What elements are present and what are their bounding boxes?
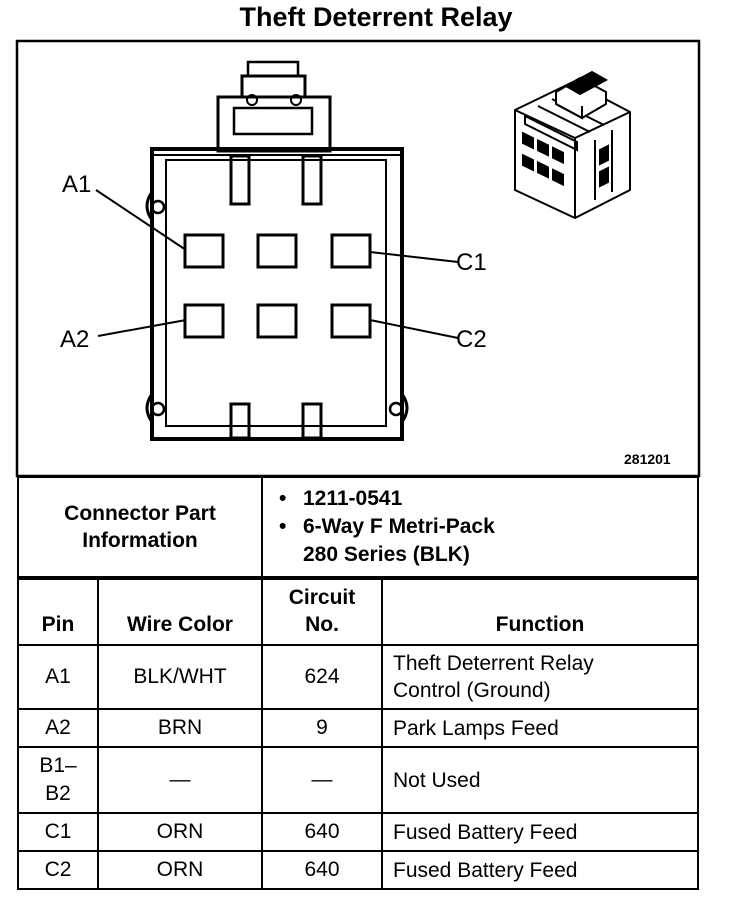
cell-wire-color: ORN xyxy=(97,850,263,890)
cell-pin: B1– B2 xyxy=(17,746,99,814)
cell-function: Fused Battery Feed xyxy=(381,812,699,852)
header-pin: Pin xyxy=(17,578,99,646)
cell-pin-line1: B1– xyxy=(39,754,77,777)
cell-function: Park Lamps Feed xyxy=(381,708,699,748)
terminal-b1 xyxy=(256,233,298,269)
cell-wire-color: BLK/WHT xyxy=(97,644,263,710)
connector-info-label-line2: Information xyxy=(82,529,198,552)
header-circuit: Circuit No. xyxy=(261,578,383,646)
terminal-c1 xyxy=(330,233,372,269)
cell-wire-color: BRN xyxy=(97,708,263,748)
pin-table: Pin Wire Color Circuit No. Function A1 B… xyxy=(17,578,699,890)
cell-pin-line2: B2 xyxy=(45,782,71,805)
header-circuit-line1: Circuit xyxy=(288,586,356,609)
cell-pin: A1 xyxy=(17,644,99,710)
connector-face xyxy=(145,60,409,441)
header-circuit-line2: No. xyxy=(305,613,339,636)
cell-pin: C2 xyxy=(17,850,99,890)
connector-info-label-line1: Connector Part xyxy=(64,502,216,525)
terminal-b2 xyxy=(256,303,298,339)
connector-part-details: 1211-0541 6-Way F Metri-Pack 280 Series … xyxy=(261,476,699,578)
cell-wire-color: ORN xyxy=(97,812,263,852)
diagram-title: Theft Deterrent Relay xyxy=(239,2,513,32)
cell-circuit: — xyxy=(261,746,383,814)
callout-c1: C1 xyxy=(456,249,487,276)
cell-pin: C1 xyxy=(17,812,99,852)
part-description-line1: 6-Way F Metri-Pack xyxy=(279,513,697,541)
cell-function: Theft Deterrent Relay Control (Ground) xyxy=(381,644,699,710)
cell-function-line2: Control (Ground) xyxy=(393,679,551,702)
pin-table-header: Pin Wire Color Circuit No. Function xyxy=(17,578,699,646)
cell-circuit: 640 xyxy=(261,812,383,852)
figure-frame xyxy=(15,39,701,478)
cell-circuit: 640 xyxy=(261,850,383,890)
table-row: C1 ORN 640 Fused Battery Feed xyxy=(17,812,699,852)
leader-lines xyxy=(95,189,459,339)
connector-diagram xyxy=(15,39,701,478)
table-row: B1– B2 — — Not Used xyxy=(17,746,699,814)
cell-circuit: 9 xyxy=(261,708,383,748)
callout-c2: C2 xyxy=(456,326,487,353)
cell-circuit: 624 xyxy=(261,644,383,710)
terminal-a1 xyxy=(183,233,225,269)
callout-a1: A1 xyxy=(62,171,92,198)
part-description-line2: 280 Series (BLK) xyxy=(303,543,470,566)
part-number: 1211-0541 xyxy=(279,485,697,513)
cell-wire-color: — xyxy=(97,746,263,814)
terminal-a2 xyxy=(183,303,225,339)
cell-function: Fused Battery Feed xyxy=(381,850,699,890)
table-row: C2 ORN 640 Fused Battery Feed xyxy=(17,850,699,890)
cell-function: Not Used xyxy=(381,746,699,814)
terminal-c2 xyxy=(330,303,372,339)
cell-function-line1: Theft Deterrent Relay xyxy=(393,652,594,675)
cell-pin: A2 xyxy=(17,708,99,748)
figure-number: 281201 xyxy=(624,451,671,467)
connector-isometric-view xyxy=(514,70,631,220)
table-row: A2 BRN 9 Park Lamps Feed xyxy=(17,708,699,748)
connector-info-label: Connector Part Information xyxy=(17,476,263,578)
header-function: Function xyxy=(381,578,699,646)
table-row: A1 BLK/WHT 624 Theft Deterrent Relay Con… xyxy=(17,644,699,710)
connector-info-table: Connector Part Information 1211-0541 6-W… xyxy=(17,476,699,578)
header-wire-color: Wire Color xyxy=(97,578,263,646)
callout-a2: A2 xyxy=(60,326,90,353)
